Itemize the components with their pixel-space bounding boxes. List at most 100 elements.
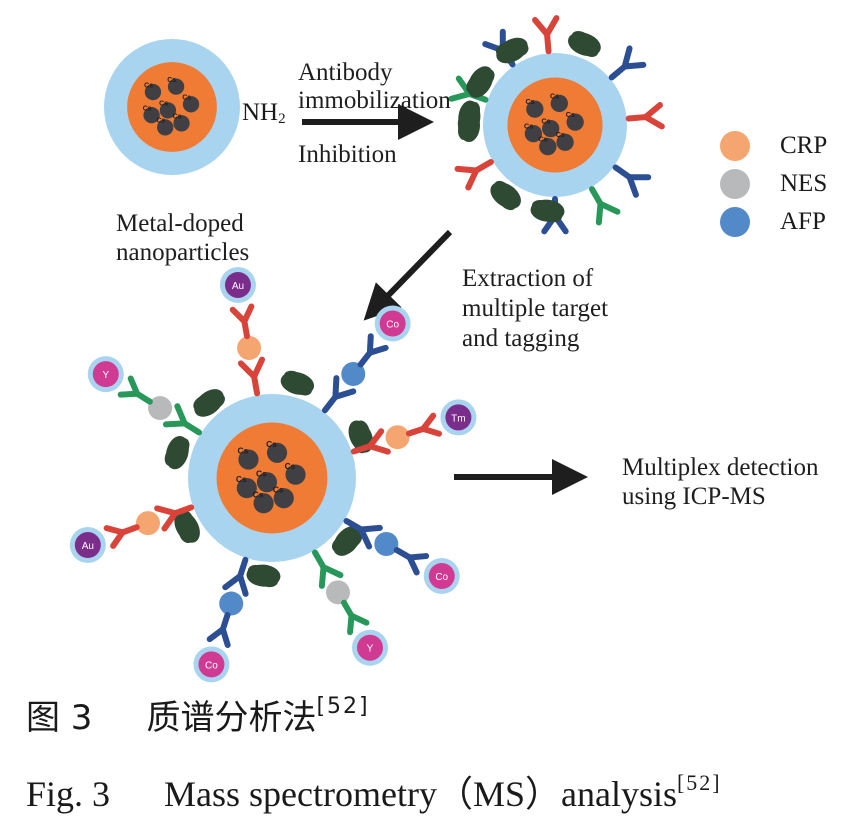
np1-cs-label: Cs	[182, 95, 191, 102]
np3-cs-label: Cs	[285, 461, 296, 471]
np3-antigen	[219, 591, 244, 616]
extraction-label-line2: multiple target	[462, 295, 609, 322]
nh2-text: NH	[242, 99, 279, 126]
np3-metal-tag	[445, 404, 472, 431]
np2-antibody	[608, 45, 647, 81]
np3-antigen	[385, 425, 410, 450]
np2-antibody-arm	[642, 114, 665, 130]
extraction-label-line1: Extraction of	[462, 265, 594, 292]
np3-capture-antibody	[154, 504, 195, 532]
np2-antibody	[589, 186, 621, 226]
np3-blocking-protein	[331, 526, 363, 556]
multiplex-label-line1: Multiplex detection	[622, 454, 819, 481]
np3-cs-label: Cs	[273, 484, 284, 494]
np2-blocking-protein-lobe	[571, 31, 590, 44]
np3-blocking-protein-lobe	[247, 564, 264, 577]
np2-bead	[542, 119, 560, 138]
np2-blocking-protein-lobe	[494, 180, 509, 195]
np2-blocking-protein-lobe	[467, 109, 479, 125]
np3-antigen	[148, 396, 173, 421]
np3-metal-tag-label: Y	[367, 644, 374, 655]
np3-detection-antibody-arm	[347, 612, 355, 636]
np2-blocking-protein-lobe	[499, 195, 516, 211]
legend-crp-dot	[720, 131, 750, 161]
np3-detection-antibody-arm	[241, 303, 255, 325]
np1-bead	[173, 115, 190, 132]
np2-cs-label: Cs	[524, 122, 533, 131]
np3-detection-antibody-arm	[127, 375, 141, 397]
np3-detection-antibody-arm	[406, 554, 420, 576]
np2-cs-label: Cs	[541, 117, 550, 126]
np2-blocking-protein	[530, 199, 565, 223]
np2-blocking-protein-lobe	[495, 42, 513, 57]
np3-metal-tag	[92, 361, 119, 388]
np3-capture-antibody	[162, 403, 203, 436]
legend-item-nes: NES	[720, 166, 827, 202]
np2-antibody	[532, 15, 560, 55]
np3-metal-tag	[379, 310, 406, 337]
np3-bead	[256, 472, 278, 493]
np3-capture-antibody-arm	[318, 564, 327, 589]
np2-blocking-protein-lobe	[513, 43, 529, 57]
np3-detection-antibody	[117, 375, 153, 405]
np3-metal-tag	[224, 271, 251, 298]
np2-antibody-arm	[621, 61, 647, 70]
np3-metal-tag-label: Y	[102, 370, 109, 381]
np3-blocking-protein	[193, 389, 225, 417]
np3-blocking-protein-lobe	[284, 370, 302, 384]
caption-cn-number: 图 3	[26, 698, 93, 738]
np3-metal-tag-label: Co	[386, 320, 399, 331]
np3-metal-tag-label: Co	[435, 572, 448, 583]
np3-metal-tag	[198, 651, 225, 678]
np1-cs-label: Cs	[167, 77, 176, 84]
legend-crp-label: CRP	[780, 132, 828, 159]
np2-cs-label: Cs	[566, 110, 575, 119]
np3-cs-label: Cs	[236, 474, 247, 484]
np3-detection-antibody	[229, 303, 255, 340]
np3-blocking-protein-lobe	[331, 537, 346, 552]
np3-antigen	[135, 511, 160, 536]
np3-capture-antibody	[312, 549, 344, 589]
np3-capture-antibody	[350, 428, 391, 455]
np3-detection-antibody	[357, 333, 389, 368]
np3-blocking-protein-lobe	[296, 383, 312, 396]
np3-metal-tag	[428, 563, 455, 589]
np3-capture-antibody-arm	[251, 356, 266, 380]
antibody-label: Antibody	[298, 59, 393, 86]
np2-blocking-protein-lobe	[458, 122, 470, 140]
np2-blocking-protein-lobe	[466, 76, 481, 94]
np3-blocking-protein-lobe	[210, 393, 225, 408]
np1-cs-label: Cs	[143, 105, 152, 112]
np3-bead	[236, 478, 257, 499]
np3-blocking-protein	[164, 435, 190, 470]
np3-blocking-protein	[246, 564, 281, 588]
np3-bead	[238, 449, 259, 470]
np2-cs-label: Cs	[556, 130, 565, 139]
immobilization-label: immobilization	[298, 87, 451, 114]
np2-antibody-arm	[454, 165, 480, 174]
np3-detection-antibody	[103, 524, 140, 549]
np3-blocking-protein-lobe	[177, 438, 190, 454]
np2-blocking-protein	[466, 66, 495, 98]
np3-bead	[253, 493, 274, 514]
np3-blocking-protein	[280, 370, 315, 396]
np3-antigen	[341, 361, 366, 386]
np2-blocking-protein	[568, 31, 601, 57]
caption-cn-title: 质谱分析法	[146, 698, 317, 738]
np3-cs-label: Cs	[266, 439, 277, 449]
np3-metal-tag-label: Co	[205, 660, 218, 671]
np3-bead	[273, 488, 294, 509]
np1-cs-label: Cs	[144, 82, 153, 89]
np2-bead	[526, 100, 544, 118]
metal-doped-label: Metal-doped	[116, 210, 244, 237]
np3-metal-tag-label: Au	[232, 281, 244, 292]
np3-blocking-protein-lobe	[164, 448, 178, 466]
np3-detection-antibody	[206, 611, 231, 648]
np3-capture-antibody-arm	[366, 443, 391, 455]
np2-antibody	[454, 159, 494, 191]
np3-metal-tag	[74, 532, 101, 559]
np3-detection-antibody	[393, 547, 430, 576]
multiplex-label-line2: using ICP-MS	[622, 483, 766, 510]
